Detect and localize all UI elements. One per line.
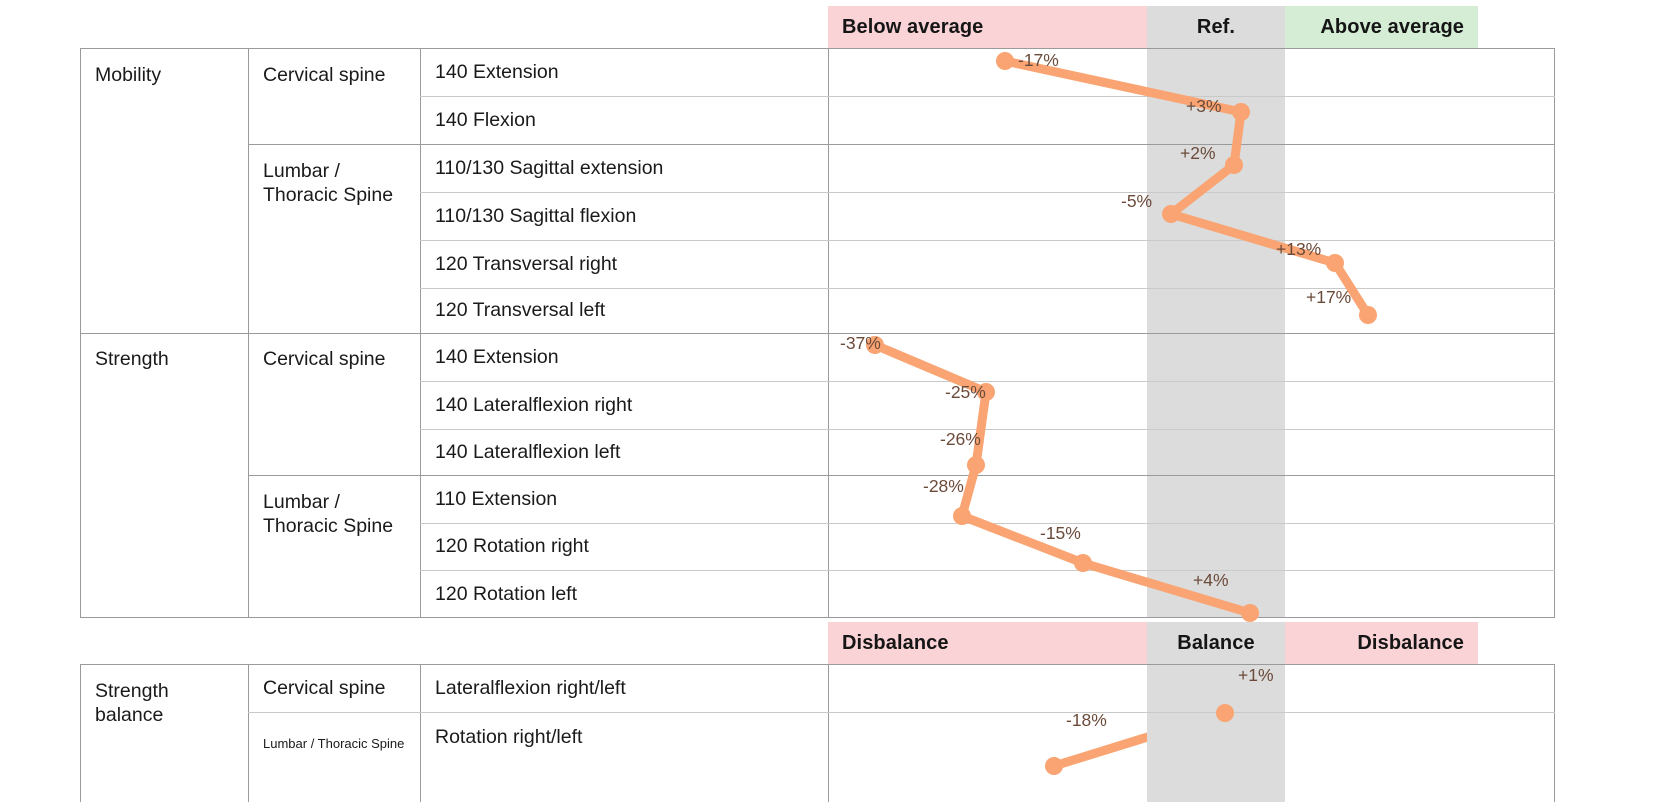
data-point[interactable] <box>1225 156 1243 174</box>
zone-disbalance-left-label: Disbalance <box>842 631 949 654</box>
data-point[interactable] <box>1162 205 1180 223</box>
row-label: 140 Flexion <box>435 108 536 131</box>
row-label: Rotation right/left <box>435 725 583 748</box>
main-group-sep <box>248 144 1555 145</box>
data-point-label: +1% <box>1238 665 1274 685</box>
data-point-label: -15% <box>1040 523 1081 543</box>
zone-balance-center-label: Balance <box>1177 631 1255 654</box>
legend-band-balance: Disbalance Balance Disbalance <box>828 622 1478 664</box>
row-label: 110/130 Sagittal extension <box>435 156 664 179</box>
data-point[interactable] <box>1045 757 1063 775</box>
data-point-label: +13% <box>1276 239 1322 259</box>
balance-row-sep <box>248 712 1555 713</box>
data-point[interactable] <box>1241 604 1259 622</box>
zone-above-average: Above average <box>1285 6 1478 48</box>
zone-above-average-label: Above average <box>1320 15 1464 38</box>
section-label-strength-balance: Strength balance <box>95 680 169 727</box>
data-point[interactable] <box>1359 306 1377 324</box>
data-point[interactable] <box>1232 103 1250 121</box>
row-label: 120 Transversal left <box>435 299 606 321</box>
main-section-sep <box>80 333 1555 334</box>
data-point[interactable] <box>967 456 985 474</box>
row-label: 110/130 Sagittal flexion <box>435 204 637 227</box>
zone-reference-label: Ref. <box>1196 15 1236 38</box>
data-point-label: +4% <box>1193 570 1229 590</box>
section-label-strength: Strength <box>95 348 169 370</box>
data-point[interactable] <box>996 52 1014 70</box>
group-label-strength-lumbar: Lumbar / Thoracic Spine <box>263 491 394 538</box>
group-label-mobility-lumbar: Lumbar / Thoracic Spine <box>263 160 394 207</box>
data-point-label: +2% <box>1180 143 1216 163</box>
data-point-label: -25% <box>945 382 986 402</box>
main-row-sep <box>420 192 1555 193</box>
zone-reference: Ref. <box>1147 6 1285 48</box>
data-point[interactable] <box>977 383 995 401</box>
data-point[interactable] <box>953 507 971 525</box>
row-label: 140 Extension <box>435 345 559 368</box>
main-row-sep <box>420 96 1555 97</box>
zone-below-average-label: Below average <box>842 15 984 38</box>
group-label-mobility-cervical: Cervical spine <box>263 64 386 86</box>
legend-band-top: Below average Ref. Above average <box>828 6 1478 48</box>
balance-col-sep-2 <box>420 664 421 802</box>
group-label-balance-cervical: Cervical spine <box>263 677 386 699</box>
main-row-sep <box>420 288 1555 289</box>
section-label-mobility: Mobility <box>95 64 162 86</box>
data-point-label: -18% <box>1066 710 1107 730</box>
reference-column-band-balance <box>1147 664 1285 802</box>
balance-col-sep-3 <box>828 664 829 802</box>
row-label: 140 Lateralflexion left <box>435 440 621 463</box>
data-point-label: +17% <box>1306 287 1352 307</box>
row-label: 140 Extension <box>435 60 559 83</box>
data-point-label: -28% <box>923 476 964 496</box>
data-point-label: +3% <box>1186 96 1222 116</box>
zone-below-average: Below average <box>828 6 1147 48</box>
row-label: 140 Lateralflexion right <box>435 393 633 416</box>
group-label-balance-lumbar: Lumbar / Thoracic Spine <box>263 735 405 751</box>
data-point[interactable] <box>1074 554 1092 572</box>
main-row-sep <box>420 240 1555 241</box>
group-label-strength-cervical: Cervical spine <box>263 348 386 370</box>
zone-balance-center: Balance <box>1147 622 1285 664</box>
data-point-label: -37% <box>840 333 881 353</box>
data-point-label: -26% <box>940 429 981 449</box>
data-point[interactable] <box>1216 704 1234 722</box>
balance-table <box>80 664 1555 802</box>
data-point[interactable] <box>1326 254 1344 272</box>
row-label: 120 Transversal right <box>435 252 618 275</box>
data-point-label: -5% <box>1121 191 1153 211</box>
row-label: 120 Rotation left <box>435 582 578 605</box>
zone-disbalance-right-label: Disbalance <box>1357 631 1464 654</box>
zone-disbalance-left: Disbalance <box>828 622 1147 664</box>
zone-disbalance-right: Disbalance <box>1285 622 1478 664</box>
row-label: Lateralflexion right/left <box>435 677 626 699</box>
balance-col-sep-1 <box>248 664 249 802</box>
row-label: 120 Rotation right <box>435 535 589 557</box>
data-point-label: -17% <box>1018 50 1059 70</box>
data-point[interactable] <box>866 336 884 354</box>
row-label: 110 Extension <box>435 487 558 510</box>
